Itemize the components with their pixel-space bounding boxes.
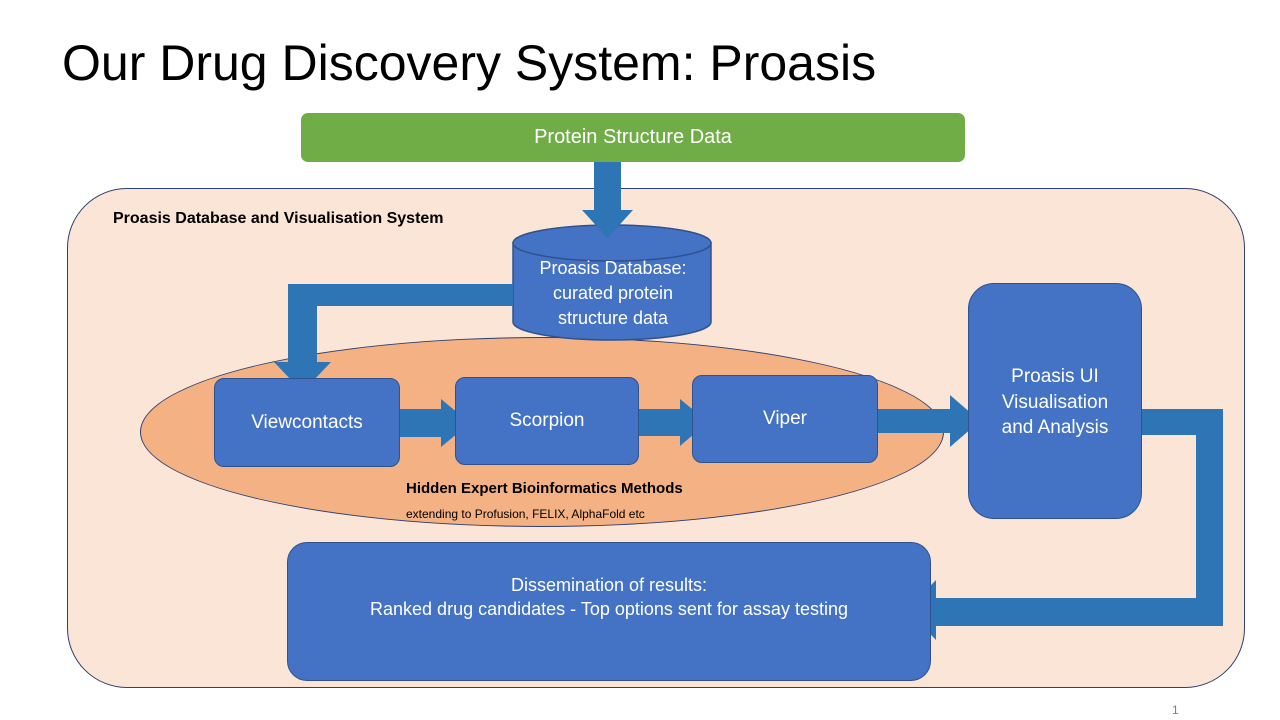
- proasis-ui-line: Proasis UI: [1011, 366, 1099, 387]
- page-number: 1: [1172, 703, 1179, 717]
- database-line: structure data: [557, 308, 669, 329]
- protein-structure-data-source: Protein Structure Data: [301, 113, 965, 162]
- scorpion-box: Scorpion: [455, 377, 639, 465]
- viper-box: Viper: [692, 375, 878, 463]
- database-label: Proasis Database: curated protein struct…: [513, 256, 713, 332]
- proasis-ui-line: Visualisation: [1001, 391, 1109, 413]
- arrow-scorpion-to-viper: [638, 399, 708, 446]
- methods-sublabel: extending to Profusion, FELIX, AlphaFold…: [406, 507, 645, 521]
- viewcontacts-label: Viewcontacts: [251, 411, 363, 433]
- results-box: Dissemination of results: Ranked drug ca…: [287, 542, 931, 681]
- system-label: Proasis Database and Visualisation Syste…: [113, 210, 444, 227]
- page-title: Our Drug Discovery System: Proasis: [62, 35, 877, 91]
- arrow-viewcontacts-to-scorpion: [399, 399, 470, 447]
- arrow-source-to-db: [582, 162, 633, 238]
- proasis-ui-label: Proasis UI Visualisation and Analysis: [1002, 364, 1109, 441]
- results-line: Dissemination of results:: [510, 575, 708, 595]
- database-cylinder: [512, 224, 712, 341]
- arrow-ui-to-results: [907, 409, 1223, 640]
- results-label: Dissemination of results: Ranked drug ca…: [370, 573, 848, 622]
- proasis-ui-line: and Analysis: [1001, 417, 1109, 439]
- viewcontacts-box: Viewcontacts: [214, 378, 400, 467]
- results-line: Ranked drug candidates - Top options sen…: [370, 599, 848, 620]
- methods-label: Hidden Expert Bioinformatics Methods: [406, 480, 683, 497]
- database-line: curated protein: [552, 283, 674, 304]
- arrow-db-to-viewcontacts: [274, 284, 513, 392]
- scorpion-label: Scorpion: [509, 410, 585, 432]
- arrow-viper-to-ui: [877, 395, 980, 447]
- viper-label: Viper: [762, 408, 807, 430]
- proasis-ui-box: Proasis UI Visualisation and Analysis: [968, 283, 1142, 519]
- database-line: Proasis Database:: [539, 258, 687, 278]
